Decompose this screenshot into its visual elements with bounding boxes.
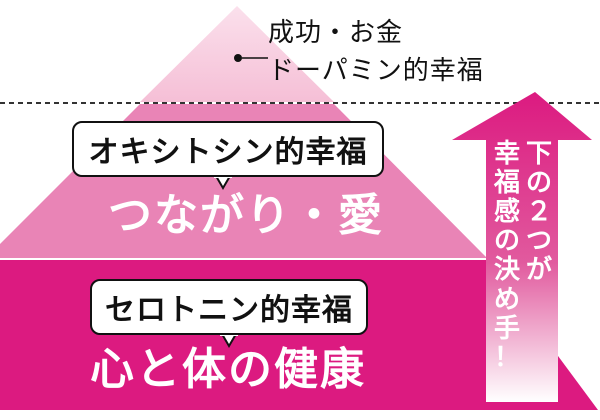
middle-tier-label: つながり・愛: [108, 190, 384, 241]
arrow-char: 決: [494, 255, 521, 286]
arrow-char: 感: [494, 197, 521, 228]
arrow-char: の: [526, 168, 553, 199]
arrow-char: ！: [494, 342, 521, 373]
arrow-char: め: [494, 284, 521, 315]
bottom-tier-label: 心と体の健康: [90, 344, 366, 395]
top-tier-label-line2: ドーパミン的幸福: [268, 56, 484, 86]
arrow-char: 下: [526, 139, 553, 169]
arrow-text-column-2: 幸福感の決め手！: [494, 139, 521, 373]
pyramid-top-tier: [140, 6, 334, 102]
middle-tier-callout: オキシトシン的幸福: [72, 121, 384, 177]
arrow-char: ２: [526, 197, 553, 228]
arrow-char: 福: [494, 168, 521, 199]
arrow-char: 手: [494, 313, 521, 344]
leader-dot: [234, 54, 242, 62]
bottom-tier-callout: セロトニン的幸福: [90, 279, 368, 335]
upward-arrow: [452, 92, 592, 402]
arrow-char: が: [526, 255, 553, 286]
top-tier-label-line1: 成功・お金: [268, 18, 404, 48]
arrow-char: つ: [526, 226, 553, 257]
arrow-char: の: [494, 226, 521, 257]
arrow-char: 幸: [494, 139, 521, 169]
